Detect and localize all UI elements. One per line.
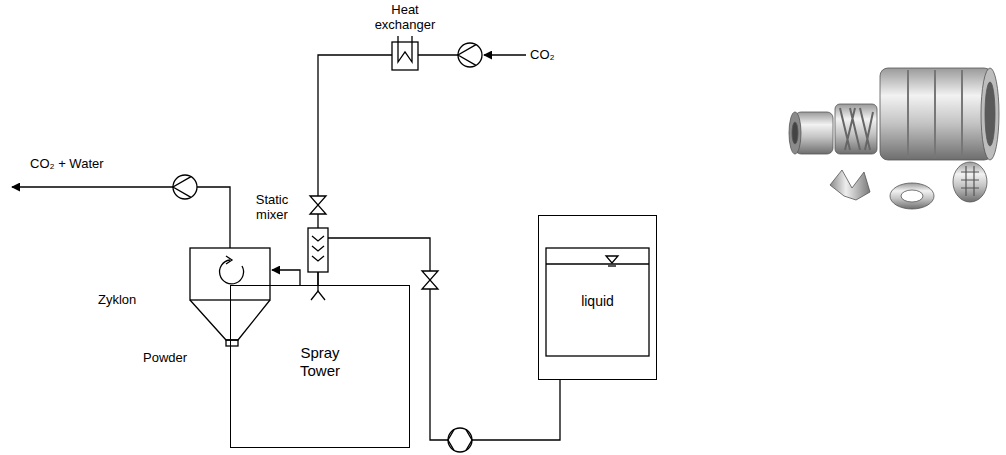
stream-label: CO₂	[530, 47, 570, 62]
pump-symbol	[448, 428, 472, 452]
pump-symbol	[458, 43, 482, 67]
stream-label: CO₂ + Water	[30, 156, 150, 171]
spray-tower: Spray Tower	[230, 285, 410, 448]
static-mixer-photo	[789, 68, 999, 209]
node-text: liquid	[581, 292, 614, 310]
valve-symbol	[310, 196, 326, 214]
valve-symbol	[422, 271, 438, 289]
pipe-connector	[318, 238, 560, 440]
liquid-tank: liquid	[538, 215, 657, 380]
node-text: Spray Tower	[290, 344, 350, 380]
equipment-label: Zyklon	[98, 292, 168, 307]
equipment-label: Heat exchanger	[362, 2, 448, 32]
pipes	[12, 36, 649, 356]
static-mixer-symbol	[308, 228, 328, 300]
pump-symbol	[173, 175, 197, 199]
equipment-label: Static mixer	[243, 192, 301, 222]
product-label: Powder	[143, 350, 213, 365]
